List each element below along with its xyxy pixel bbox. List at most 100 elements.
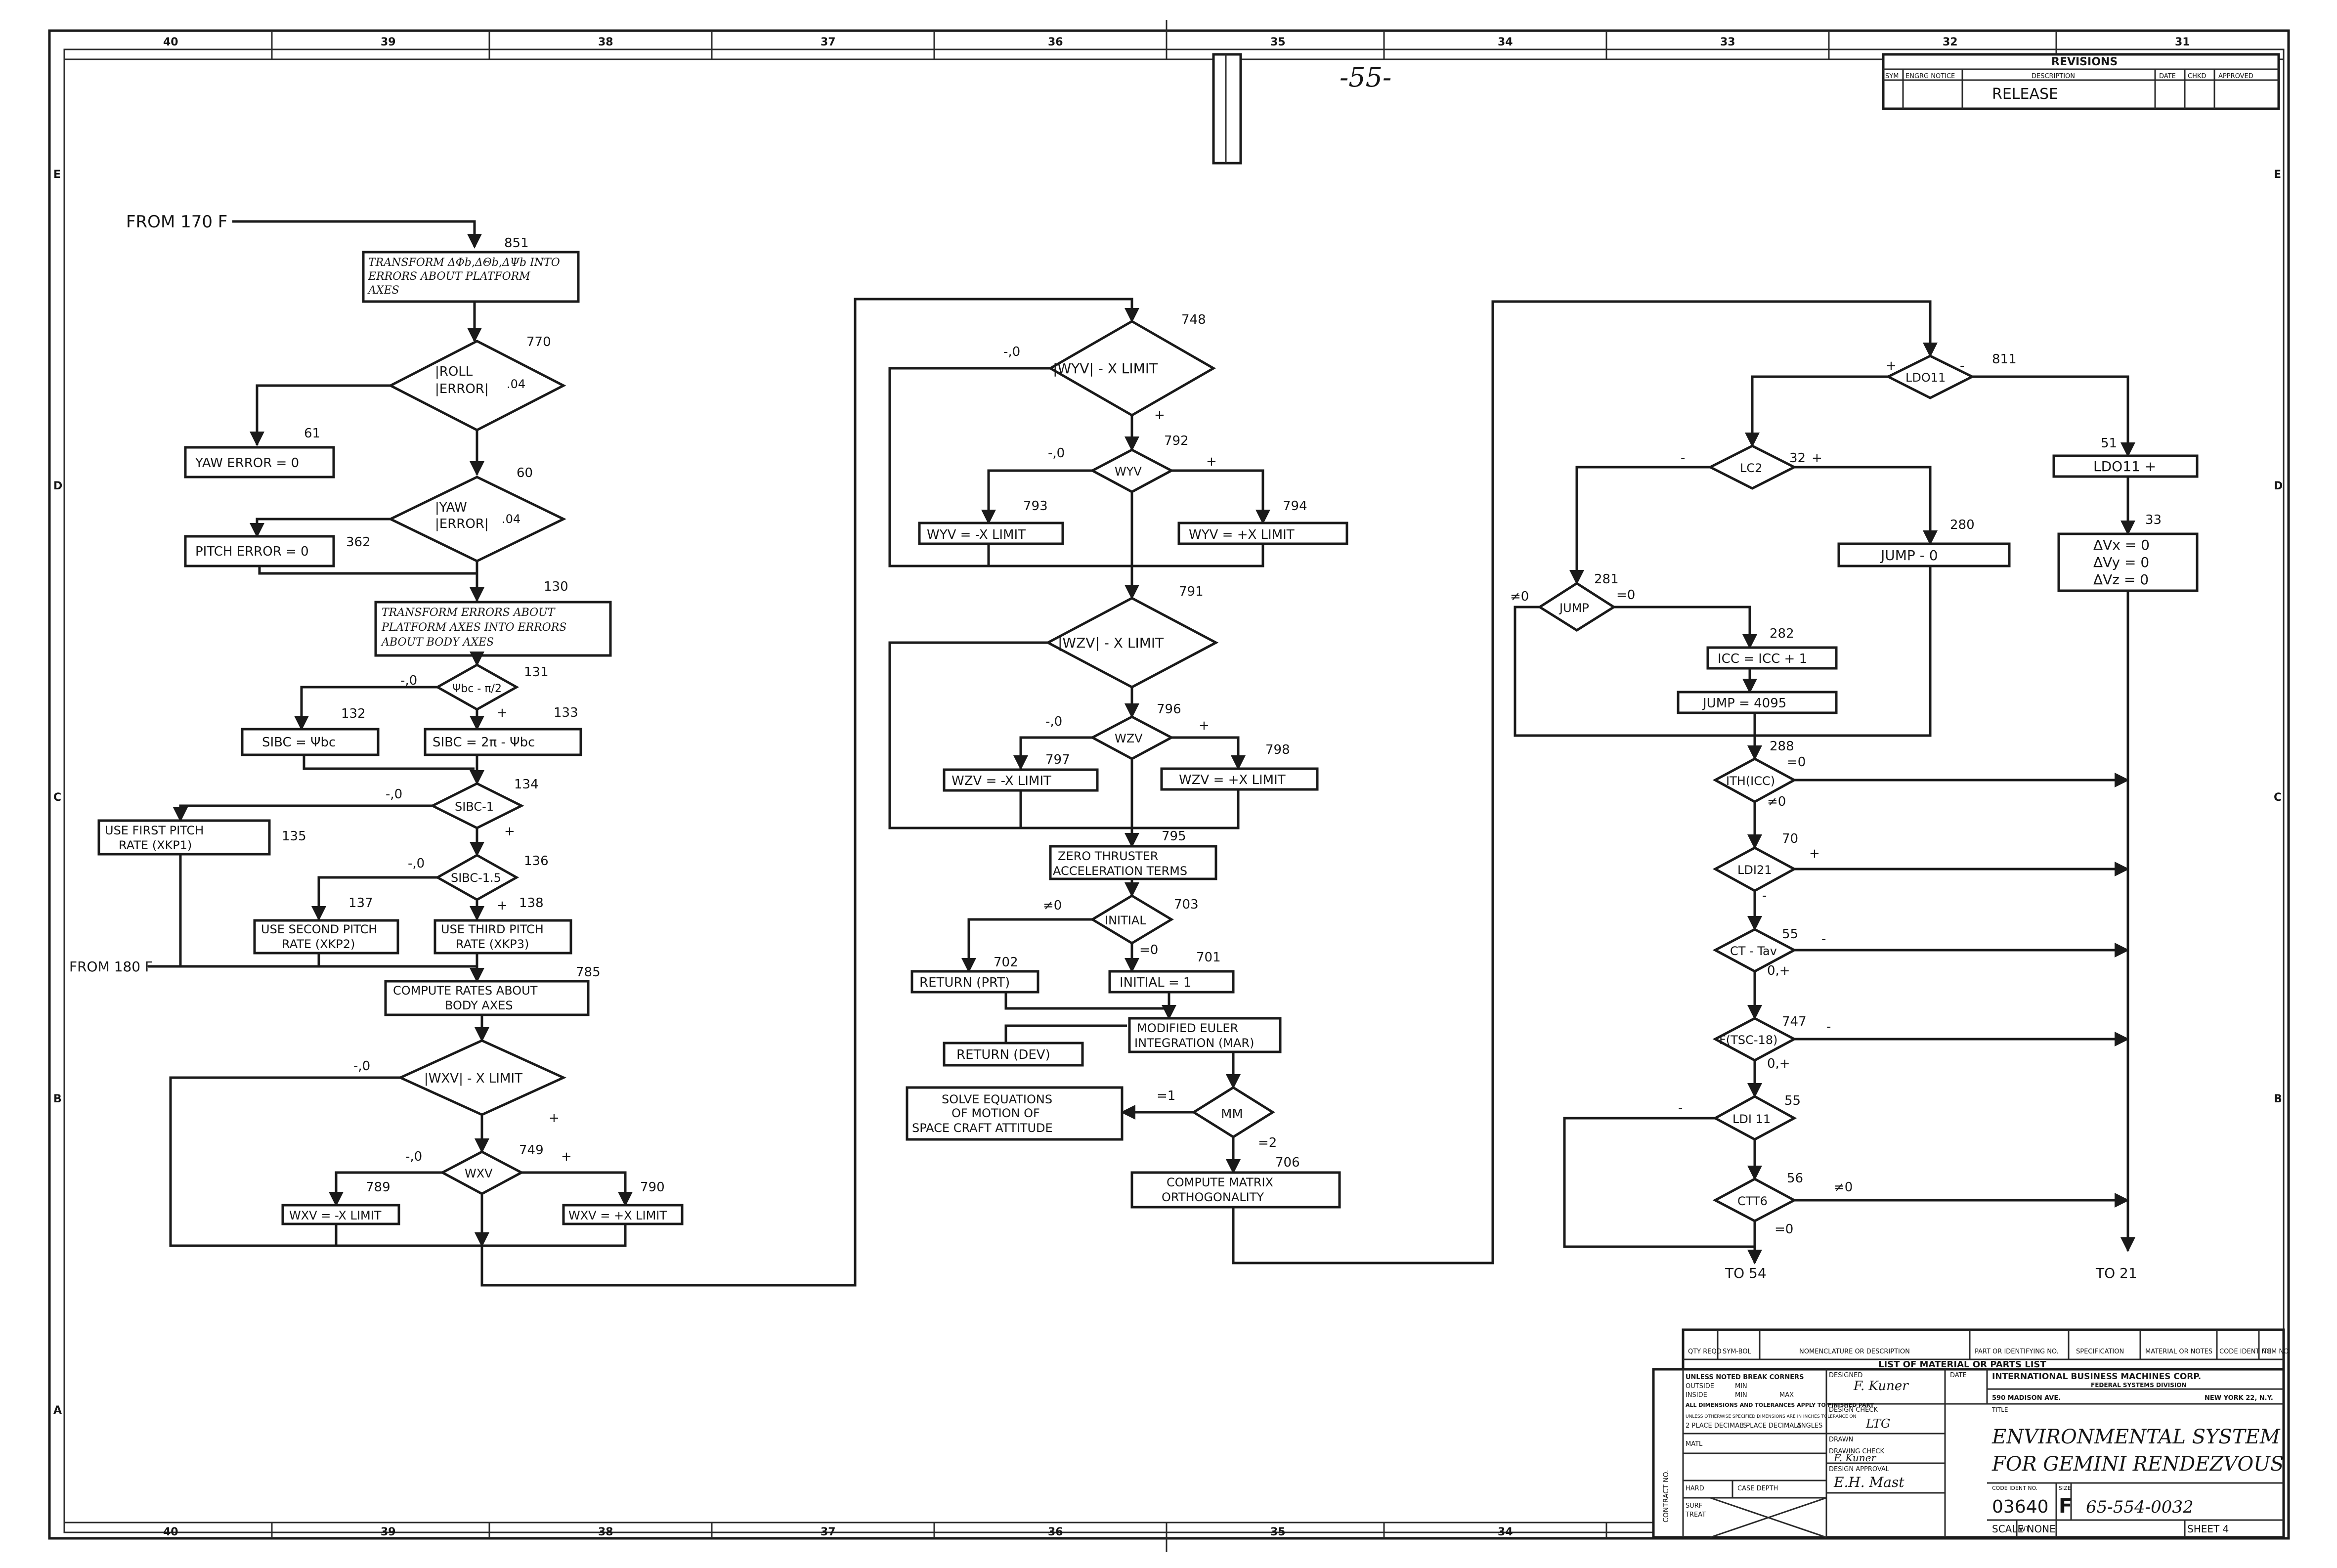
svg-text:34: 34 bbox=[1498, 36, 1513, 48]
svg-text:SCALE NONE: SCALE NONE bbox=[1992, 1523, 2056, 1535]
svg-text:137: 137 bbox=[348, 896, 373, 911]
svg-text:36: 36 bbox=[1048, 36, 1063, 48]
svg-text:INTERNATIONAL BUSINESS MACHINE: INTERNATIONAL BUSINESS MACHINES CORP. bbox=[1992, 1372, 2201, 1382]
svg-text:ΔVz = 0: ΔVz = 0 bbox=[2093, 571, 2149, 588]
svg-text:-,0: -,0 bbox=[1045, 714, 1062, 729]
svg-text:-: - bbox=[1960, 358, 1964, 373]
svg-text:-: - bbox=[1678, 1101, 1683, 1116]
svg-text:38: 38 bbox=[598, 1526, 613, 1538]
svg-text:-: - bbox=[1826, 1019, 1831, 1034]
svg-text:MIN: MIN bbox=[1735, 1383, 1747, 1390]
svg-text:61: 61 bbox=[304, 426, 320, 441]
svg-text:|WZV| - X LIMIT: |WZV| - X LIMIT bbox=[1058, 635, 1164, 651]
svg-text:793: 793 bbox=[1023, 499, 1048, 514]
svg-text:B: B bbox=[2274, 1093, 2282, 1105]
svg-text:WZV: WZV bbox=[1115, 732, 1143, 745]
svg-text:-,0: -,0 bbox=[1048, 446, 1065, 461]
svg-text:33: 33 bbox=[1720, 36, 1735, 48]
svg-text:39: 39 bbox=[381, 36, 396, 48]
svg-text:PART OR IDENTIFYING NO.: PART OR IDENTIFYING NO. bbox=[1975, 1348, 2059, 1355]
svg-text:702: 702 bbox=[994, 955, 1018, 970]
wzv-minus-box bbox=[943, 768, 1099, 792]
return-dev-box bbox=[943, 1042, 1084, 1067]
code-ident: 03640 bbox=[1992, 1497, 2049, 1517]
svg-text:ORTHOGONALITY: ORTHOGONALITY bbox=[1162, 1190, 1264, 1204]
svg-text:ERRORS ABOUT PLATFORM: ERRORS ABOUT PLATFORM bbox=[368, 270, 530, 283]
modified-euler-box bbox=[1128, 1017, 1282, 1053]
svg-text:ITH(ICC): ITH(ICC) bbox=[1726, 774, 1775, 788]
zero-thruster-box bbox=[1049, 845, 1217, 880]
svg-text:590 MADISON AVE.: 590 MADISON AVE. bbox=[1992, 1394, 2061, 1402]
svg-text:ZERO THRUSTER: ZERO THRUSTER bbox=[1058, 849, 1158, 863]
svg-text:797: 797 bbox=[1045, 752, 1070, 767]
svg-text:JUMP: JUMP bbox=[1558, 601, 1589, 615]
svg-text:794: 794 bbox=[1283, 499, 1307, 514]
svg-text:.04: .04 bbox=[502, 512, 520, 526]
svg-text:≠0: ≠0 bbox=[1767, 794, 1786, 809]
svg-text:37: 37 bbox=[821, 36, 836, 48]
svg-text:TRANSFORM ΔΦb,ΔΘb,ΔΨb INTO: TRANSFORM ΔΦb,ΔΘb,ΔΨb INTO bbox=[368, 257, 560, 269]
svg-text:LDO11 +: LDO11 + bbox=[2093, 458, 2156, 475]
svg-text:33: 33 bbox=[2145, 513, 2162, 527]
svg-text:136: 136 bbox=[524, 854, 549, 869]
svg-text:288: 288 bbox=[1770, 739, 1794, 754]
svg-text:MODIFIED EULER: MODIFIED EULER bbox=[1137, 1021, 1238, 1035]
second-pitch-box bbox=[253, 919, 399, 955]
svg-text:ALL DIMENSIONS AND TOLERANCES: ALL DIMENSIONS AND TOLERANCES APPLY TO F… bbox=[1686, 1402, 1874, 1408]
svg-text:3 PLACE DECIMALS: 3 PLACE DECIMALS bbox=[1740, 1422, 1802, 1430]
svg-text:PITCH ERROR = 0: PITCH ERROR = 0 bbox=[195, 544, 309, 559]
svg-text:TRANSFORM ERRORS ABOUT: TRANSFORM ERRORS ABOUT bbox=[382, 607, 556, 619]
svg-text:-: - bbox=[1681, 451, 1685, 466]
svg-text:-: - bbox=[1821, 932, 1826, 947]
svg-text:790: 790 bbox=[640, 1180, 665, 1195]
svg-text:789: 789 bbox=[366, 1180, 390, 1195]
svg-text:32: 32 bbox=[1943, 36, 1958, 48]
drawing-title-line1: ENVIRONMENTAL SYSTEM bbox=[1991, 1426, 2281, 1448]
svg-text:+: + bbox=[1154, 408, 1165, 423]
svg-text:55: 55 bbox=[1784, 1093, 1801, 1108]
svg-text:INITIAL: INITIAL bbox=[1105, 914, 1146, 927]
svg-text:MATL: MATL bbox=[1686, 1440, 1703, 1448]
transform-platform-box bbox=[362, 251, 580, 303]
svg-text:ACCELERATION TERMS: ACCELERATION TERMS bbox=[1053, 864, 1187, 878]
svg-text:ICC = ICC + 1: ICC = ICC + 1 bbox=[1718, 652, 1807, 666]
svg-text:796: 796 bbox=[1157, 702, 1181, 717]
third-pitch-box bbox=[433, 919, 572, 955]
svg-text:35: 35 bbox=[1270, 36, 1286, 48]
svg-text:747: 747 bbox=[1782, 1014, 1807, 1029]
from-180-label: FROM 180 F bbox=[69, 958, 153, 975]
svg-text:ITEM NO.: ITEM NO. bbox=[2261, 1348, 2291, 1355]
svg-text:F(TSC-18): F(TSC-18) bbox=[1719, 1033, 1777, 1047]
svg-text:Ψbc - π/2: Ψbc - π/2 bbox=[452, 683, 502, 695]
flowchart-right: LDO11 811 + - LC2 32 - + 51 LDO11 + 33 Δ… bbox=[1510, 352, 2199, 1281]
svg-text:DESIGN CHECK: DESIGN CHECK bbox=[1829, 1406, 1878, 1414]
svg-text:DESIGN APPROVAL: DESIGN APPROVAL bbox=[1829, 1466, 1890, 1473]
svg-text:INTEGRATION (MAR): INTEGRATION (MAR) bbox=[1134, 1036, 1254, 1050]
wzv-plus-box bbox=[1160, 767, 1319, 791]
return-prt-box bbox=[910, 970, 1039, 994]
svg-text:+: + bbox=[549, 1111, 560, 1126]
svg-text:CODE IDENT NO.: CODE IDENT NO. bbox=[2219, 1348, 2273, 1355]
sibc-2pi-box bbox=[424, 728, 582, 756]
first-pitch-box bbox=[97, 819, 271, 856]
svg-text:+: + bbox=[1812, 451, 1822, 466]
jump-0-box bbox=[1837, 542, 2011, 567]
svg-text:NOMENCLATURE OR DESCRIPTION: NOMENCLATURE OR DESCRIPTION bbox=[1799, 1348, 1910, 1355]
jump-4095-box bbox=[1677, 691, 1838, 714]
svg-text:INITIAL = 1: INITIAL = 1 bbox=[1120, 975, 1191, 990]
svg-text:748: 748 bbox=[1181, 312, 1206, 327]
svg-text:+: + bbox=[497, 705, 508, 720]
svg-text:DRAWING CHECK: DRAWING CHECK bbox=[1829, 1448, 1884, 1455]
svg-text:|YAW: |YAW bbox=[435, 500, 467, 515]
sibc-psi-box bbox=[241, 728, 380, 756]
svg-text:770: 770 bbox=[526, 335, 551, 349]
svg-text:-,0: -,0 bbox=[405, 1149, 422, 1164]
revision-release: RELEASE bbox=[1992, 86, 2058, 103]
svg-text:WXV = -X LIMIT: WXV = -X LIMIT bbox=[289, 1209, 382, 1222]
svg-text:SYM-BOL: SYM-BOL bbox=[1723, 1348, 1752, 1355]
revisions-title: REVISIONS bbox=[2051, 56, 2118, 68]
svg-text:WT: WT bbox=[2019, 1526, 2030, 1533]
svg-text:CHKD: CHKD bbox=[2188, 73, 2206, 80]
svg-text:DATE: DATE bbox=[2159, 73, 2176, 80]
